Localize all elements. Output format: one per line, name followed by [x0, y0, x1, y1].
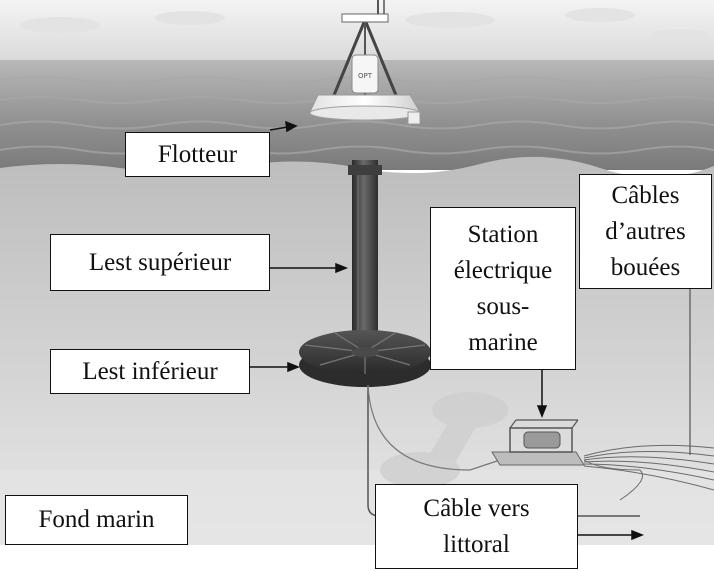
upper-ballast-label-text: Lest supérieur — [88, 248, 232, 276]
shore-cable-label: Câble vers littoral — [375, 484, 578, 569]
lower-ballast-label: Lest inférieur — [50, 349, 250, 394]
station-label-line-1: Station — [467, 220, 539, 248]
station-label-line-2: électrique — [453, 256, 553, 284]
seabed-shadow — [380, 392, 508, 488]
lower-ballast-disc — [299, 330, 431, 387]
other-cables-label: Câbles d’autres bouées — [579, 174, 712, 289]
bottom-margin — [0, 545, 714, 571]
seabed-label: Fond marin — [5, 495, 188, 545]
upper-ballast-spar — [348, 160, 382, 350]
float-buoy: OPT — [309, 0, 421, 125]
lower-ballast-label-text: Lest inférieur — [82, 357, 218, 385]
subsea-station — [491, 419, 585, 466]
station-label: Station électrique sous- marine — [430, 207, 576, 370]
station-label-line-4: marine — [468, 328, 538, 356]
upper-ballast-label: Lest supérieur — [50, 234, 270, 291]
other-cables-line-2: d’autres — [605, 217, 686, 245]
shore-cable-line-2: littoral — [443, 530, 510, 558]
clouds — [20, 8, 710, 41]
float-label: Flotteur — [125, 132, 270, 177]
buoy-logo: OPT — [358, 72, 373, 80]
export-cable — [367, 384, 501, 471]
other-cables-line-3: bouées — [610, 253, 681, 281]
other-cables-line-1: Câbles — [611, 181, 680, 209]
station-label-line-3: sous- — [476, 292, 530, 320]
leader-arrows — [250, 120, 645, 541]
seabed-label-text: Fond marin — [38, 506, 155, 533]
shore-cable-line-1: Câble vers — [423, 494, 530, 522]
float-label-text: Flotteur — [157, 140, 238, 168]
cable-bundle — [583, 285, 714, 501]
